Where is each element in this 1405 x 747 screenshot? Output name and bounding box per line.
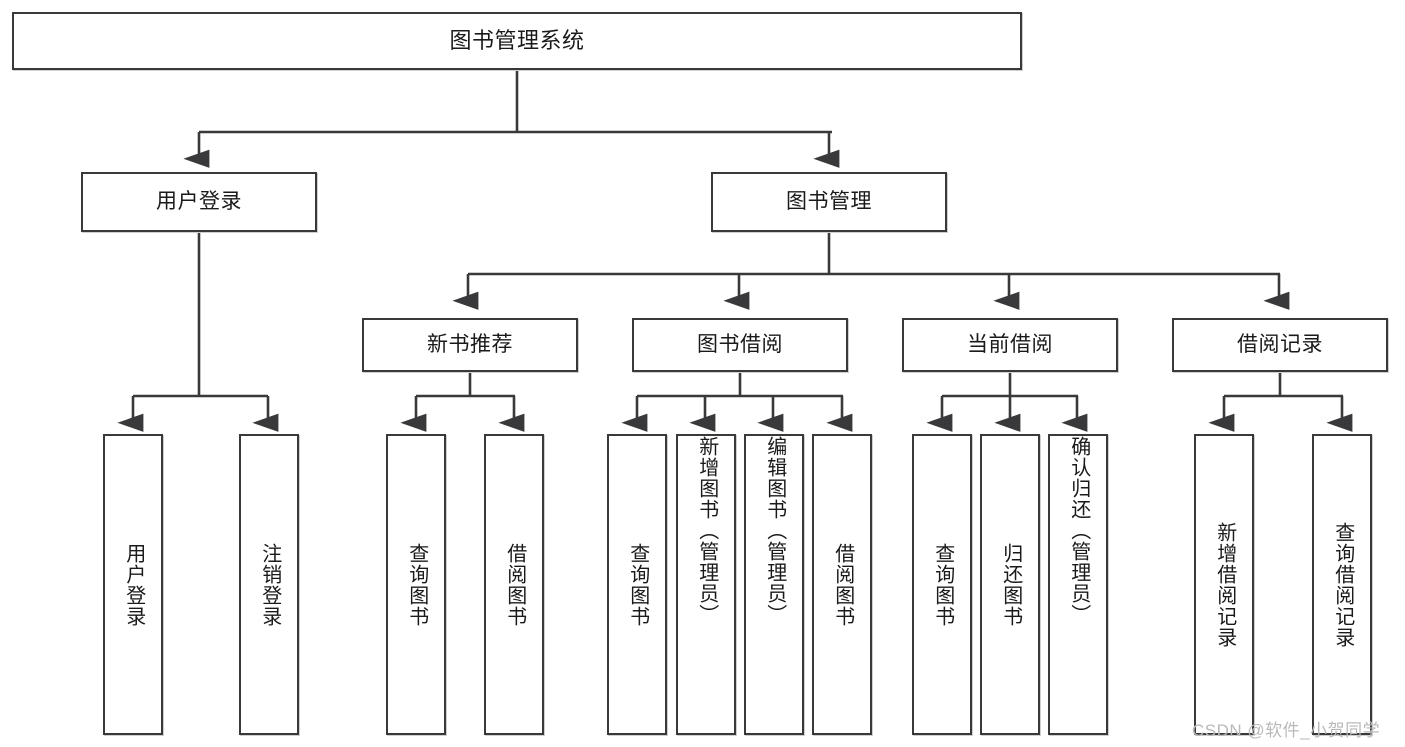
node-label: 借阅图书 — [831, 542, 854, 627]
node-borrow-record[interactable]: 借阅记录 — [1172, 318, 1388, 372]
csdn-watermark: CSDN @软件_小贺同学 — [1192, 721, 1381, 740]
node-label: 借阅图书 — [503, 542, 526, 627]
node-label: 图书管理系统 — [449, 28, 585, 54]
leaf-borrow-book-2[interactable]: 借阅图书 — [812, 434, 872, 735]
node-label: 归还图书 — [999, 542, 1022, 627]
leaf-add-book[interactable]: 新增图书（管理员） — [676, 434, 736, 735]
leaf-confirm-return[interactable]: 确认归还（管理员） — [1048, 434, 1108, 735]
node-label: 图书借阅 — [697, 333, 783, 357]
leaf-query-borrow-record[interactable]: 查询借阅记录 — [1312, 434, 1372, 735]
node-label: 编辑图书（管理员） — [763, 436, 786, 625]
node-label: 新书推荐 — [427, 333, 513, 357]
node-label: 借阅记录 — [1237, 333, 1323, 357]
node-label: 确认归还（管理员） — [1067, 436, 1090, 625]
node-label: 用户登录 — [156, 190, 242, 214]
leaf-user-login[interactable]: 用户登录 — [103, 434, 163, 735]
leaf-return-book[interactable]: 归还图书 — [980, 434, 1040, 735]
node-label: 新增图书（管理员） — [695, 436, 718, 625]
node-label: 注销登录 — [258, 542, 281, 627]
node-book-borrow[interactable]: 图书借阅 — [632, 318, 848, 372]
node-label: 当前借阅 — [967, 333, 1053, 357]
leaf-edit-book[interactable]: 编辑图书（管理员） — [744, 434, 804, 735]
node-user-login[interactable]: 用户登录 — [81, 172, 317, 232]
leaf-add-borrow-record[interactable]: 新增借阅记录 — [1194, 434, 1254, 735]
node-label: 用户登录 — [122, 542, 145, 627]
leaf-borrow-book-1[interactable]: 借阅图书 — [484, 434, 544, 735]
node-book-manage[interactable]: 图书管理 — [711, 172, 947, 232]
node-label: 新增借阅记录 — [1213, 521, 1236, 648]
node-label: 查询借阅记录 — [1331, 521, 1354, 648]
node-label: 图书管理 — [786, 190, 872, 214]
node-root-system[interactable]: 图书管理系统 — [12, 12, 1022, 70]
leaf-user-logout[interactable]: 注销登录 — [239, 434, 299, 735]
node-current-borrow[interactable]: 当前借阅 — [902, 318, 1118, 372]
leaf-query-book-1[interactable]: 查询图书 — [386, 434, 446, 735]
node-label: 查询图书 — [931, 542, 954, 627]
node-label: 查询图书 — [626, 542, 649, 627]
leaf-query-book-2[interactable]: 查询图书 — [607, 434, 667, 735]
leaf-query-book-3[interactable]: 查询图书 — [912, 434, 972, 735]
node-label: 查询图书 — [405, 542, 428, 627]
node-new-book-recommend[interactable]: 新书推荐 — [362, 318, 578, 372]
